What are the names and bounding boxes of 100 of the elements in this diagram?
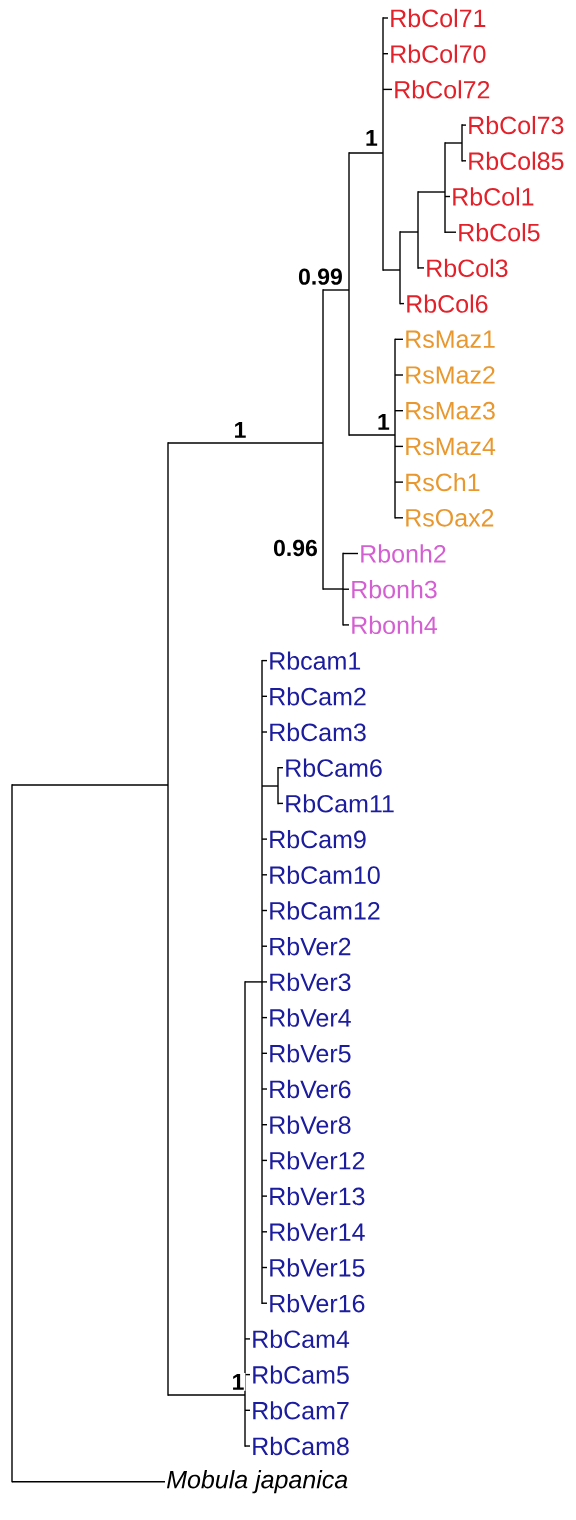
taxon-label: RsMaz3 xyxy=(406,401,495,420)
taxon-label: RsMaz2 xyxy=(406,366,495,384)
taxon-label: RbCol73 xyxy=(469,115,564,135)
tree-branch xyxy=(461,124,467,126)
taxon-label: RbVer6 xyxy=(270,1079,351,1099)
tree-branch xyxy=(342,624,350,626)
tree-branch xyxy=(261,1124,268,1126)
taxon-label: Rbonh4 xyxy=(352,615,438,635)
taxon-label: RbCam3 xyxy=(270,722,366,742)
taxon-label: RbCol71 xyxy=(391,8,486,28)
tree-branch xyxy=(244,981,263,983)
taxon-label: RbCam11 xyxy=(286,794,394,813)
tree-branch xyxy=(261,909,268,912)
tree-branch xyxy=(382,17,389,19)
tree-branch xyxy=(261,659,268,662)
taxon-label: RbCam5 xyxy=(253,1365,349,1384)
tree-branch xyxy=(348,434,396,436)
taxon-label: RbCam12 xyxy=(270,901,380,920)
tree-branch xyxy=(244,1409,251,1411)
support-value: 0.96 xyxy=(272,538,319,558)
taxon-label: RsMaz4 xyxy=(406,437,496,456)
support-value: 0.99 xyxy=(297,267,344,286)
tree-branch xyxy=(394,481,404,483)
tree-branch xyxy=(382,269,401,271)
taxon-label: RsCh1 xyxy=(406,472,480,492)
tree-branch xyxy=(417,191,446,193)
taxon-label: RbVer4 xyxy=(270,1008,351,1027)
taxon-label: RbVer15 xyxy=(270,1258,365,1277)
tree-branch xyxy=(394,517,404,519)
tree-branch xyxy=(394,374,404,376)
tree-branch xyxy=(277,767,284,769)
tree-branch xyxy=(394,445,404,448)
tree-branch xyxy=(322,588,344,590)
taxon-label: RbCam6 xyxy=(286,758,382,777)
taxon-label: RbVer2 xyxy=(270,937,351,956)
taxon-label: RbCol5 xyxy=(459,223,540,242)
tree-branch xyxy=(444,142,463,144)
tree-branch xyxy=(399,231,419,233)
tree-branch xyxy=(261,874,268,876)
taxon-label: RbCam2 xyxy=(270,687,366,706)
taxon-label: Mobula japanica xyxy=(166,1470,348,1494)
tree-branch xyxy=(244,1338,251,1340)
taxon-label: RbCam7 xyxy=(253,1401,349,1420)
tree-branch xyxy=(167,1394,246,1396)
support-value: 1 xyxy=(376,413,391,431)
tree-branch xyxy=(394,410,404,412)
tree-branch xyxy=(244,1373,251,1376)
taxon-label: RbVer13 xyxy=(270,1186,365,1206)
taxon-label: RbVer8 xyxy=(270,1115,351,1134)
tree-branch xyxy=(261,1052,268,1054)
tree-branch xyxy=(417,267,425,269)
tree-branch xyxy=(342,588,350,590)
tree-branch xyxy=(394,338,404,340)
tree-branch xyxy=(261,1195,268,1197)
support-value: 1 xyxy=(364,129,379,147)
tree-branch xyxy=(342,552,359,555)
taxon-label: RbVer12 xyxy=(270,1151,365,1170)
tree-branch xyxy=(11,1481,166,1483)
tree-branch xyxy=(167,442,324,444)
taxon-label: RbVer3 xyxy=(270,972,351,992)
tree-branch xyxy=(461,160,467,162)
taxon-label: Rbcam1 xyxy=(270,651,361,670)
taxon-label: Rbonh2 xyxy=(361,544,446,563)
tree-branch xyxy=(261,838,268,840)
taxon-label: RbCam9 xyxy=(270,829,366,849)
tree-branch xyxy=(261,785,279,787)
taxon-label: RsOax2 xyxy=(406,508,494,527)
tree-branch xyxy=(444,231,457,233)
tree-branch xyxy=(382,88,393,91)
tree-branch xyxy=(444,195,451,198)
tree-branch xyxy=(261,1302,268,1304)
tree-branch xyxy=(399,302,405,305)
tree-branch xyxy=(261,1231,268,1233)
tree-branch xyxy=(261,695,268,697)
tree-branch xyxy=(322,289,350,291)
taxon-label: RbCol70 xyxy=(391,44,486,63)
taxon-label: RbCam10 xyxy=(270,865,380,884)
tree-branch xyxy=(277,802,284,805)
tree-branch xyxy=(261,945,268,947)
tree-branch xyxy=(261,1266,268,1269)
tree-branch xyxy=(382,53,389,55)
tree-branch xyxy=(261,1159,268,1162)
taxon-label: Rbonh3 xyxy=(352,580,437,599)
tree-branch xyxy=(244,1445,251,1447)
taxon-label: RbVer14 xyxy=(270,1222,365,1241)
tree-branch xyxy=(348,152,384,154)
taxon-label: RbCol72 xyxy=(395,80,490,99)
taxon-label: RbVer5 xyxy=(270,1044,351,1063)
tree-branch xyxy=(261,1088,268,1090)
tree-branch xyxy=(261,731,268,733)
tree-branch xyxy=(11,784,169,786)
taxon-label: RbCol3 xyxy=(427,258,508,278)
taxon-label: RbCam8 xyxy=(253,1436,349,1456)
support-value: 1 xyxy=(230,1373,246,1391)
tree-branch xyxy=(261,981,268,983)
taxon-label: RsMaz1 xyxy=(406,330,495,349)
taxon-label: RbCol6 xyxy=(407,294,488,313)
taxon-label: RbCam4 xyxy=(253,1329,350,1349)
tree-branch xyxy=(261,1016,268,1019)
taxon-label: RbCol85 xyxy=(469,151,564,170)
